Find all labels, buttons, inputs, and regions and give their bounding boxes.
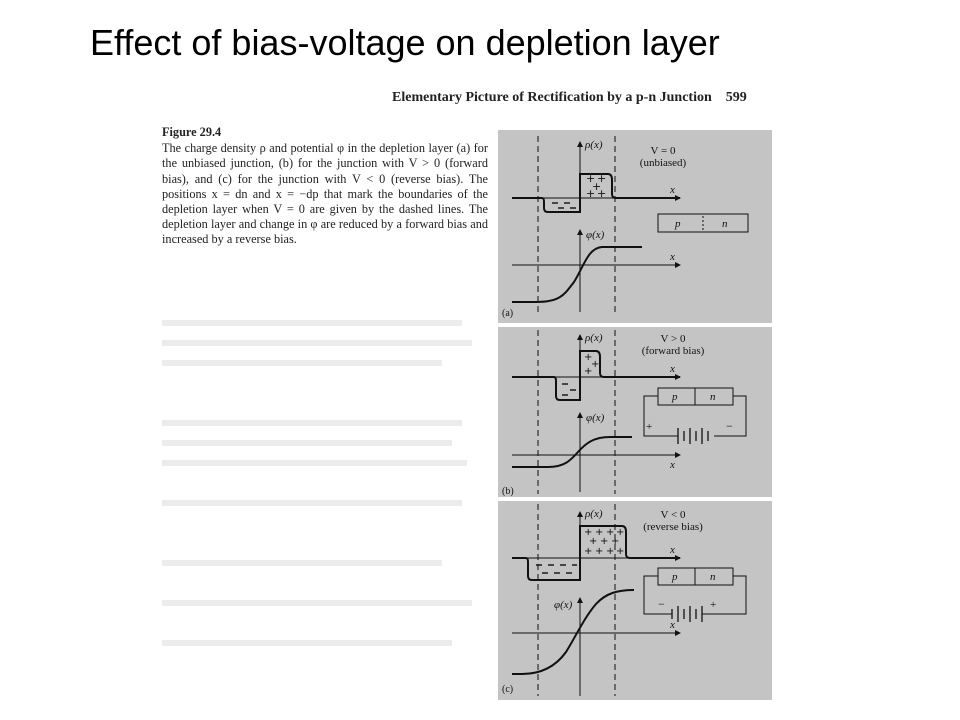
svg-text:+: + xyxy=(592,180,601,193)
svg-text:+: + xyxy=(586,187,595,200)
figure-caption: Figure 29.4 The charge density ρ and pot… xyxy=(162,125,488,248)
book-page-header: Elementary Picture of Rectification by a… xyxy=(392,90,747,106)
x-axis-label-c1: x xyxy=(669,544,675,556)
bias-a: (unbiased) xyxy=(640,157,687,169)
x-axis-label-b2: x xyxy=(669,459,675,471)
panel-label-a: (a) xyxy=(502,308,513,319)
svg-text:+: + xyxy=(616,546,624,557)
svg-text:+: + xyxy=(616,527,624,538)
figure-label: Figure 29.4 xyxy=(162,125,222,139)
battery-plus-b: + xyxy=(646,421,652,433)
panel-a: ++ + ++ ρ(x) x V = 0 (unbiased) p n φ(x)… xyxy=(498,130,772,323)
panel-b: +++ ρ(x) x V > 0 (forward bias) p n + − … xyxy=(498,327,772,497)
bias-c: (reverse bias) xyxy=(643,521,703,533)
page-number: 599 xyxy=(725,90,747,105)
p-label-a: p xyxy=(674,218,681,230)
svg-text:+: + xyxy=(597,172,606,185)
svg-text:+: + xyxy=(606,527,614,538)
svg-text:+: + xyxy=(606,546,614,557)
p-label-b: p xyxy=(671,391,678,403)
battery-minus-b: − xyxy=(726,419,733,433)
svg-text:+: + xyxy=(600,536,608,547)
phi-axis-label-a: φ(x) xyxy=(586,229,605,241)
svg-text:+: + xyxy=(591,359,599,370)
figure-29-4: ++ + ++ ρ(x) x V = 0 (unbiased) p n φ(x)… xyxy=(498,130,772,700)
x-axis-label-a1: x xyxy=(669,184,675,196)
rho-axis-label-c: ρ(x) xyxy=(584,508,603,520)
svg-text:+: + xyxy=(611,536,619,547)
phi-axis-label-b: φ(x) xyxy=(586,412,605,424)
condition-b: V > 0 xyxy=(661,333,686,345)
condition-c: V < 0 xyxy=(661,509,686,521)
caption-text: The charge density ρ and potential φ in … xyxy=(162,141,488,247)
svg-text:+: + xyxy=(597,187,606,200)
bias-b: (forward bias) xyxy=(642,345,705,357)
n-label-b: n xyxy=(710,391,716,403)
x-axis-label-b1: x xyxy=(669,363,675,375)
svg-text:+: + xyxy=(584,546,592,557)
x-axis-label-c2: x xyxy=(669,619,675,631)
header-title: Elementary Picture of Rectification by a… xyxy=(392,90,712,105)
svg-text:+: + xyxy=(589,536,597,547)
panel-label-b: (b) xyxy=(502,486,514,497)
slide-title: Effect of bias-voltage on depletion laye… xyxy=(90,22,720,63)
panel-c: ++++ +++ ++++ ρ(x) x V < 0 (reverse bias… xyxy=(498,501,772,700)
svg-text:+: + xyxy=(584,527,592,538)
rho-axis-label-b: ρ(x) xyxy=(584,332,603,344)
condition-a: V = 0 xyxy=(651,145,676,157)
battery-plus-c: + xyxy=(710,599,716,611)
n-label-c: n xyxy=(710,571,716,583)
bleed-through-text xyxy=(162,300,482,680)
rho-axis-label-a: ρ(x) xyxy=(584,139,603,151)
x-axis-label-a2: x xyxy=(669,251,675,263)
svg-text:+: + xyxy=(584,366,592,377)
svg-text:+: + xyxy=(595,546,603,557)
n-label-a: n xyxy=(722,218,728,230)
svg-text:+: + xyxy=(584,352,592,363)
panel-label-c: (c) xyxy=(502,684,513,695)
p-label-c: p xyxy=(671,571,678,583)
svg-text:+: + xyxy=(586,172,595,185)
svg-text:+: + xyxy=(595,527,603,538)
phi-axis-label-c: φ(x) xyxy=(554,599,573,611)
battery-minus-c: − xyxy=(658,597,665,611)
